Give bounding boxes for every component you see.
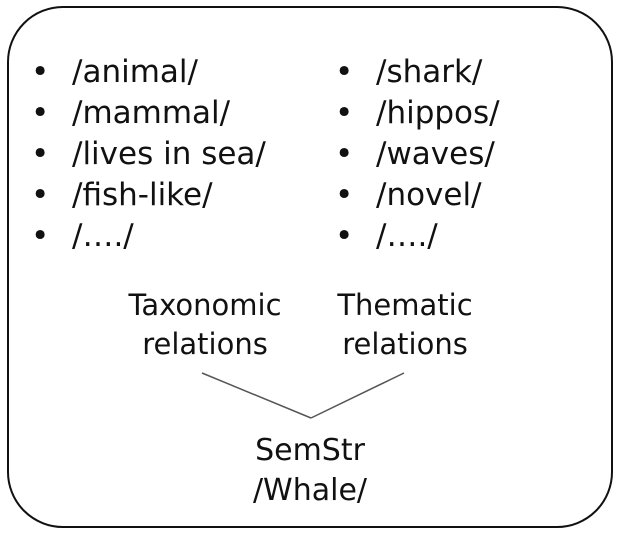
taxonomic-feature-list: • /animal/ • /mammal/ • /lives in sea/ • /fi… xyxy=(31,52,266,257)
caption-line: relations xyxy=(142,327,268,361)
feature-label: /waves/ xyxy=(376,136,495,172)
list-item: • /shark/ xyxy=(335,52,500,93)
caption-line: SemStr xyxy=(255,433,365,468)
bullet-icon: • xyxy=(335,136,354,172)
list-item: • /animal/ xyxy=(31,52,266,93)
feature-label: /hippos/ xyxy=(376,95,500,131)
list-item: • /waves/ xyxy=(335,134,500,175)
feature-label: /animal/ xyxy=(72,54,198,90)
list-item: • /…./ xyxy=(31,216,266,257)
taxonomic-connector-line xyxy=(201,372,312,419)
caption-line: Thematic xyxy=(337,288,473,322)
bullet-icon: • xyxy=(335,95,354,131)
bullet-icon: • xyxy=(31,177,50,213)
caption-line: Taxonomic xyxy=(128,288,282,322)
feature-label: /…./ xyxy=(376,218,438,254)
list-item: • /mammal/ xyxy=(31,93,266,134)
bullet-icon: • xyxy=(335,177,354,213)
feature-label: /…./ xyxy=(72,218,134,254)
caption-line: /Whale/ xyxy=(252,473,368,508)
list-item: • /lives in sea/ xyxy=(31,134,266,175)
feature-label: /mammal/ xyxy=(72,95,231,131)
taxonomic-relations-caption: Taxonomic relations xyxy=(105,286,305,364)
bullet-icon: • xyxy=(335,54,354,90)
thematic-feature-list: • /shark/ • /hippos/ • /waves/ • /novel/ • /…… xyxy=(335,52,500,257)
list-item: • /…./ xyxy=(335,216,500,257)
bullet-icon: • xyxy=(31,54,50,90)
feature-label: /shark/ xyxy=(376,54,483,90)
diagram-frame xyxy=(7,6,613,528)
thematic-connector-line xyxy=(310,372,405,419)
bullet-icon: • xyxy=(31,136,50,172)
feature-label: /lives in sea/ xyxy=(72,136,266,172)
bullet-icon: • xyxy=(335,218,354,254)
caption-line: relations xyxy=(342,327,468,361)
feature-label: /fish-like/ xyxy=(72,177,213,213)
semstr-concept-caption: SemStr /Whale/ xyxy=(210,431,410,511)
bullet-icon: • xyxy=(31,218,50,254)
list-item: • /novel/ xyxy=(335,175,500,216)
list-item: • /fish-like/ xyxy=(31,175,266,216)
bullet-icon: • xyxy=(31,95,50,131)
thematic-relations-caption: Thematic relations xyxy=(305,286,505,364)
feature-label: /novel/ xyxy=(376,177,482,213)
list-item: • /hippos/ xyxy=(335,93,500,134)
